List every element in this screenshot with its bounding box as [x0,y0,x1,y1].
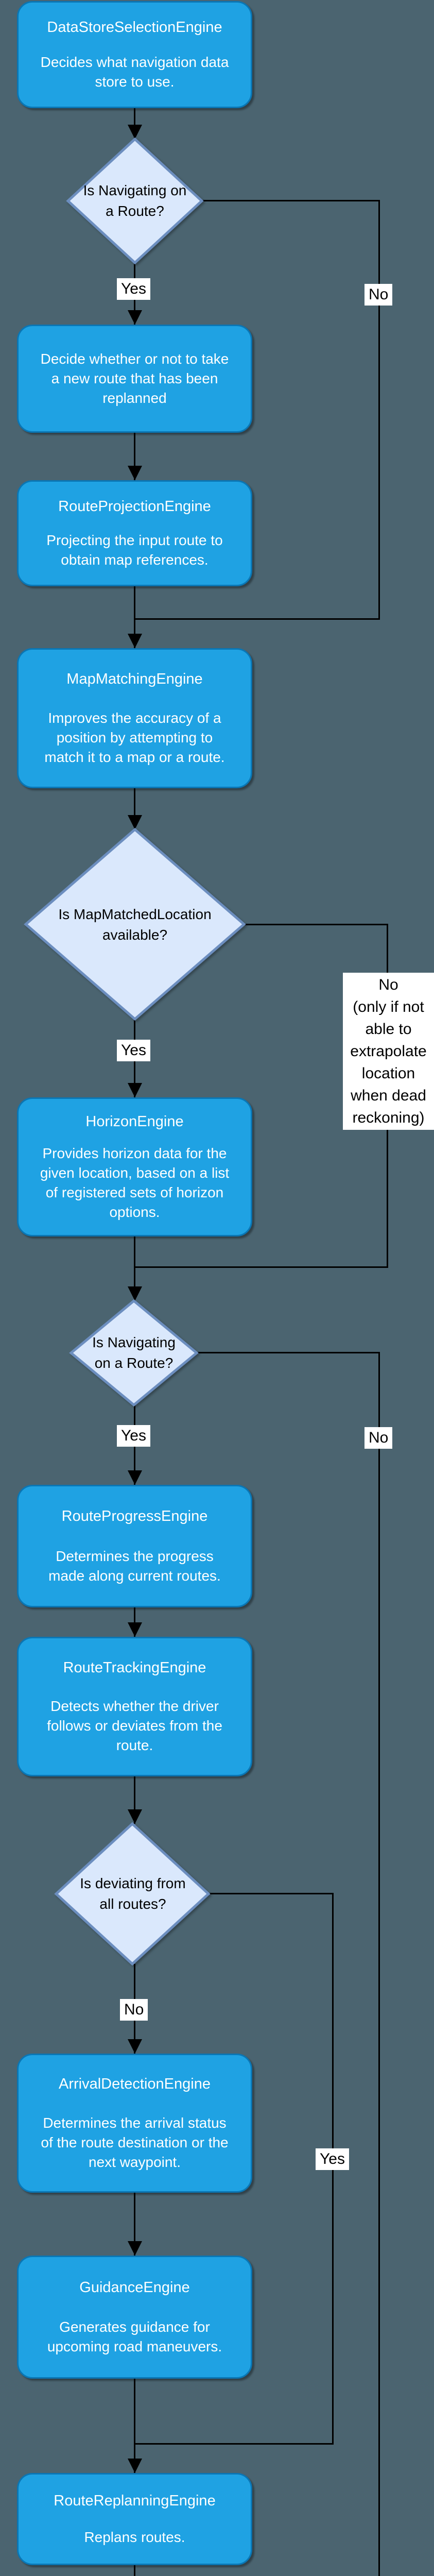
diamond-shape [66,137,204,265]
node-title: RouteProgressEngine [61,1508,208,1525]
node-description: Detects whether the driver follows or de… [47,1698,222,1754]
node-title: RouteReplanningEngine [54,2493,216,2510]
node-description: Decides what navigation data store to us… [40,54,229,90]
edge-label-yes: Yes [316,2148,349,2170]
decision-is-navigating-1 [66,137,204,265]
decision-question: Is Navigating on a Route? [83,182,187,219]
arrowhead [128,125,142,139]
decision-question: Is deviating from all routes? [80,1875,186,1912]
node-arrival-detection-engine: ArrivalDetectionEngine Determines the ar… [17,2054,252,2193]
arrowhead [128,1286,142,1301]
connector-line [202,200,380,201]
arrowhead [128,1083,142,1097]
node-title: DataStoreSelectionEngine [47,19,222,36]
connector-line [378,200,380,620]
connector-line [135,618,380,620]
decision-map-matched-location [24,827,246,1021]
node-route-projection-engine: RouteProjectionEngine Projecting the inp… [17,480,252,586]
connector-line [134,586,135,648]
connector-line [134,1236,135,1301]
node-description: Determines the arrival status of the rou… [41,2114,229,2170]
connector-line [134,788,135,829]
node-datastore-selection-engine: DataStoreSelectionEngine Decides what na… [17,1,252,108]
connector-line [244,924,388,925]
node-title: RouteTrackingEngine [63,1659,206,1676]
diamond-shape [54,1822,211,1966]
connector-line [134,2193,135,2256]
node-description: Determines the progress made along curre… [48,1548,221,1584]
connector-line [134,433,135,480]
edge-label-yes: Yes [117,278,150,300]
node-title: RouteProjectionEngine [58,498,211,515]
arrowhead [128,815,142,829]
node-title: HorizonEngine [85,1113,184,1130]
node-title: MapMatchingEngine [66,671,203,687]
node-description: Provides horizon data for the given loca… [40,1145,230,1221]
connector-line [135,2443,334,2445]
node-description: Improves the accuracy of a position by a… [44,710,225,765]
arrowhead [128,310,142,325]
node-description: Generates guidance for upcoming road man… [47,2319,222,2355]
edge-label-no: No [120,1999,148,2021]
node-route-replanning-engine: RouteReplanningEngine Replans routes. [17,2473,252,2565]
node-map-matching-engine: MapMatchingEngine Improves the accuracy … [17,648,252,788]
arrowhead [128,1809,142,1824]
node-decide-replanned-route: Decide whether or not to take a new rout… [17,325,252,433]
edge-label-no: No [364,1427,393,1449]
node-title: ArrivalDetectionEngine [59,2076,211,2093]
arrowhead [128,634,142,648]
edge-label-no-dead-reckoning: No (only if not able to extrapolate loca… [343,973,434,1130]
connector-line [197,1352,380,1353]
edge-label-no: No [364,284,393,306]
node-description: Replans routes. [84,2529,185,2545]
connector-line [134,108,135,139]
connector-line [378,1352,380,2576]
arrowhead [128,2039,142,2054]
arrowhead [128,1470,142,1485]
node-title: GuidanceEngine [79,2279,190,2296]
arrowhead [128,466,142,480]
connector-line [207,1893,334,1894]
diamond-shape [24,827,246,1021]
decision-question: Is Navigating on a Route? [92,1334,176,1371]
edge-label-yes: Yes [117,1425,150,1447]
arrowhead [128,2241,142,2256]
node-horizon-engine: HorizonEngine Provides horizon data for … [17,1097,252,1236]
arrowhead [128,2459,142,2473]
connector-line [134,2565,135,2576]
decision-question: Is MapMatchedLocation available? [58,906,212,943]
decision-is-navigating-2 [69,1299,199,1407]
node-description: Decide whether or not to take a new rout… [40,351,229,406]
connector-line [134,1776,135,1824]
node-guidance-engine: GuidanceEngine Generates guidance for up… [17,2256,252,2379]
edge-label-yes: Yes [117,1040,150,1061]
decision-is-deviating [54,1822,211,1966]
node-description: Projecting the input route to obtain map… [46,532,223,568]
node-route-tracking-engine: RouteTrackingEngine Detects whether the … [17,1637,252,1776]
connector-line [134,2379,135,2473]
connector-line [134,1607,135,1637]
node-route-progress-engine: RouteProgressEngine Determines the progr… [17,1485,252,1607]
arrowhead [128,1622,142,1637]
diamond-shape [69,1299,199,1407]
connector-line [135,1266,388,1268]
